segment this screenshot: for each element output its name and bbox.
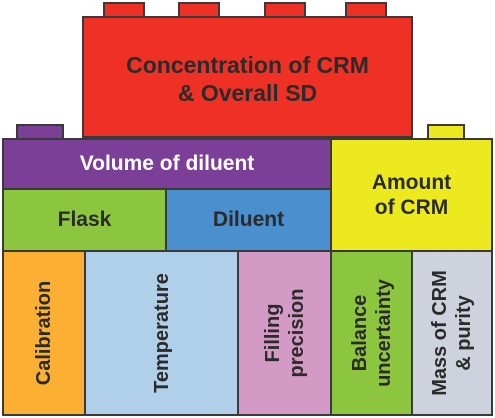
diluent-block: Diluent [165, 188, 332, 252]
red-block-stud [103, 2, 145, 18]
balance-uncertainty-label: Balance uncertainty [348, 279, 395, 387]
mass-of-crm-purity-block: Mass of CRM & purity [411, 250, 493, 416]
balance-uncertainty-block: Balance uncertainty [330, 250, 413, 416]
filling-precision-label: Filling precision [261, 288, 308, 378]
diluent-label: Diluent [212, 208, 285, 232]
temperature-block: Temperature [84, 250, 239, 416]
purple-block-stud [16, 124, 64, 140]
concentration-label: Concentration of CRM & Overall SD [126, 52, 369, 106]
filling-precision-block: Filling precision [237, 250, 332, 416]
calibration-label: Calibration [33, 280, 55, 386]
flask-block: Flask [2, 188, 167, 252]
amount-of-crm-block: Amount of CRM [330, 138, 493, 252]
volume-of-diluent-label: Volume of diluent [79, 152, 255, 176]
yellow-block-stud [427, 124, 465, 140]
concentration-block: Concentration of CRM & Overall SD [82, 16, 413, 138]
red-block-stud [345, 2, 387, 18]
red-block-stud [264, 2, 306, 18]
temperature-label: Temperature [150, 273, 173, 393]
mass-of-crm-purity-label: Mass of CRM & purity [429, 270, 475, 396]
volume-of-diluent-block: Volume of diluent [2, 138, 332, 190]
red-block-stud [178, 2, 220, 18]
calibration-block: Calibration [2, 250, 86, 416]
amount-of-crm-label: Amount of CRM [371, 170, 452, 219]
flask-label: Flask [57, 208, 112, 232]
